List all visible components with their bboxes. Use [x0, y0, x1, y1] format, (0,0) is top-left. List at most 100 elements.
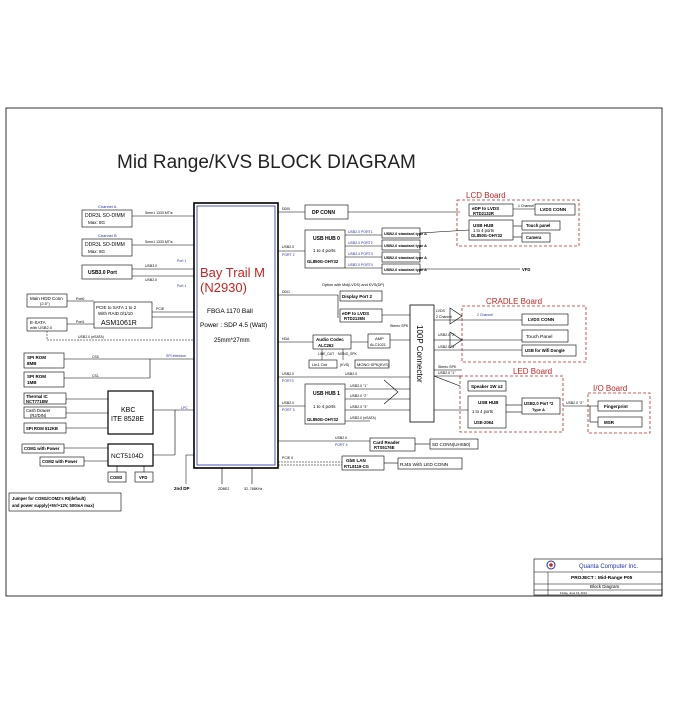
mono-spk-label: MONO SPK(KVS) [357, 362, 390, 367]
ddi1-label: DDI1 [282, 290, 290, 294]
fingerprint-label: Fingerprint [604, 404, 628, 409]
cpu-model: (N2930) [200, 280, 247, 295]
cs1-label: CS1 [92, 374, 99, 378]
com3-label: COM3 [110, 475, 123, 480]
msr-box [597, 416, 643, 428]
cradle-wifi-label: USB for Wifi Dongle [525, 348, 565, 353]
lcd-touch-box [521, 220, 561, 231]
led-hub-line2: 1 to 4 ports [472, 409, 493, 414]
usb20-a-label: USB2.0 [282, 245, 294, 249]
cradle-2ch-label: 2 Channel [477, 313, 493, 317]
stereo-spk-label: Stereo SPK [390, 324, 409, 328]
dimm-b-line1: DDR3L SO-DIMM [85, 242, 125, 248]
port1-label: Port 1 [177, 259, 186, 263]
lpc-label: LPC [181, 406, 188, 410]
lcd-board-title: LCD Board [466, 191, 506, 200]
com1-box [21, 443, 65, 454]
lcd-board [456, 199, 580, 247]
card-reader-box [369, 437, 416, 452]
sheet-border [5, 107, 663, 597]
sd-conn-label: SD CONN(UHS50) [432, 442, 471, 447]
led-hub-line3: USE-2064 [474, 420, 494, 425]
asm1061r-box [93, 301, 153, 329]
usb3-port-box [81, 264, 133, 280]
led-hub-line1: USB HUB [478, 400, 499, 405]
cradle-board [461, 305, 587, 363]
card-reader-line2: RTS5176E [374, 445, 395, 450]
cash-line1: Cash Drawer [26, 408, 51, 413]
display-port-label: Display Port 2 [342, 294, 373, 299]
second-dp-label: 2nd DP [174, 486, 190, 491]
com1-label: COM1 with Power [24, 446, 60, 451]
esata-line2: with USB2.0 [30, 325, 53, 330]
document-name: Block Diagram [590, 584, 620, 589]
pcie-label: PCIE [156, 307, 165, 311]
usb-hub-1 [304, 383, 346, 425]
cpu-inner [196, 205, 276, 466]
fingerprint-box [597, 400, 643, 412]
lcd-hub-line3: GL850G-OHY32 [471, 233, 503, 238]
spi-rom-8mb [23, 352, 65, 369]
project-name: PROJECT : Mid-Range P05 [571, 575, 633, 581]
usb20-c-label: USB2.0 [345, 372, 357, 376]
cradle-lvds-conn-box [521, 313, 569, 326]
io-usb-label: USB2.0 "2" [566, 401, 584, 405]
spi-interface-label: SPI interface [166, 354, 186, 358]
cpu-power: Power : SDP 4.5 (Watt) [200, 322, 267, 329]
sata-bridge-line1: PCIE to SATA 1 to 2 [96, 305, 137, 310]
main-hdd-line2: (2.5") [40, 301, 50, 306]
channel-a-label: Channel A [98, 204, 117, 209]
mono-spk-box [354, 359, 390, 369]
asm1061r-label: ASM1061R [101, 320, 137, 327]
edp-lvds-line2: RTD2136N [344, 316, 365, 321]
pcie0-label: PCIE 0 [282, 456, 293, 460]
jumper-line1: Jumper for COM1/COM2's RI(default) [12, 496, 86, 501]
line-out-box [308, 359, 338, 369]
rj45-label: RJ45 With LED CONN [400, 462, 449, 468]
rj45-box [397, 457, 463, 470]
kbc-line1: KBC [121, 407, 135, 414]
kbc-line2: ITE 8528E [111, 416, 144, 423]
amp-box [367, 333, 391, 349]
usb-std-a-2: USB2.0 standard type A [384, 244, 427, 248]
main-hdd-line1: Main HDD Conn [30, 296, 63, 301]
spi-rom-1mb-line1: SPI ROM [27, 374, 46, 379]
led-usb-port-line2: Type A [532, 407, 545, 412]
sd-conn-box [429, 438, 479, 450]
mono-spk-signal: MONO_SPK [338, 352, 357, 356]
speaker-box [467, 380, 507, 392]
lvds-out-label: LVDS [436, 309, 446, 313]
audio-codec-line1: Audio Codec [316, 337, 344, 342]
main-hdd-box [26, 293, 68, 308]
dimm-b-line2: Max: 8G [88, 249, 106, 254]
lcd-hub-line2: 1 to 4 ports [473, 228, 494, 233]
spi-rom-8mb-line1: SPI ROM [27, 355, 46, 360]
cpu-bottom-label2: 32..768KHz [244, 487, 263, 491]
page-title: Mid Range/KVS BLOCK DIAGRAM [117, 152, 416, 173]
hub1-line3: GL850G-OHY32 [307, 417, 339, 422]
thermal-ic [23, 392, 67, 405]
com2-box [39, 456, 85, 467]
company-name: Quanta Computer Inc. [579, 564, 638, 570]
option-note: Option with Mol(LVDS) and KVS(DP) [322, 283, 385, 287]
hub1-port2: USB2.0 "2" [350, 394, 368, 398]
lcd-camera-label: Camera [526, 235, 542, 240]
cs0-label: CS0 [92, 355, 99, 359]
io-board [587, 392, 651, 434]
hub0-port4: USB2.0 PORT4 [348, 263, 373, 267]
hub1-port1: USB2.0 "1" [350, 384, 368, 388]
display-port-box [339, 290, 383, 302]
usb3-port: USB3.0 Port [88, 270, 117, 276]
usb3-bus-label: USB3.0 [145, 264, 157, 268]
title-block: Quanta Computer Inc. PROJECT : Mid-Range… [533, 558, 663, 596]
line-out-signal: LINE_OUT [318, 352, 334, 356]
thermal-line2: NCT7718W [26, 399, 48, 404]
lcd-touch-label: Touch panel [526, 223, 550, 228]
dimm-b [81, 238, 133, 257]
cpu-size: 25mm*27mm [214, 338, 250, 344]
nct5104d-label: NCT5104D [111, 453, 144, 460]
hub0-port1: USB2.0 PORT1 [348, 230, 373, 234]
lvds-out-label2: 2 Channel [436, 315, 452, 319]
document-date: Friday, June 13, 2014 [560, 591, 587, 595]
edp-lvds-line1: eDP to LVDS [342, 311, 369, 316]
